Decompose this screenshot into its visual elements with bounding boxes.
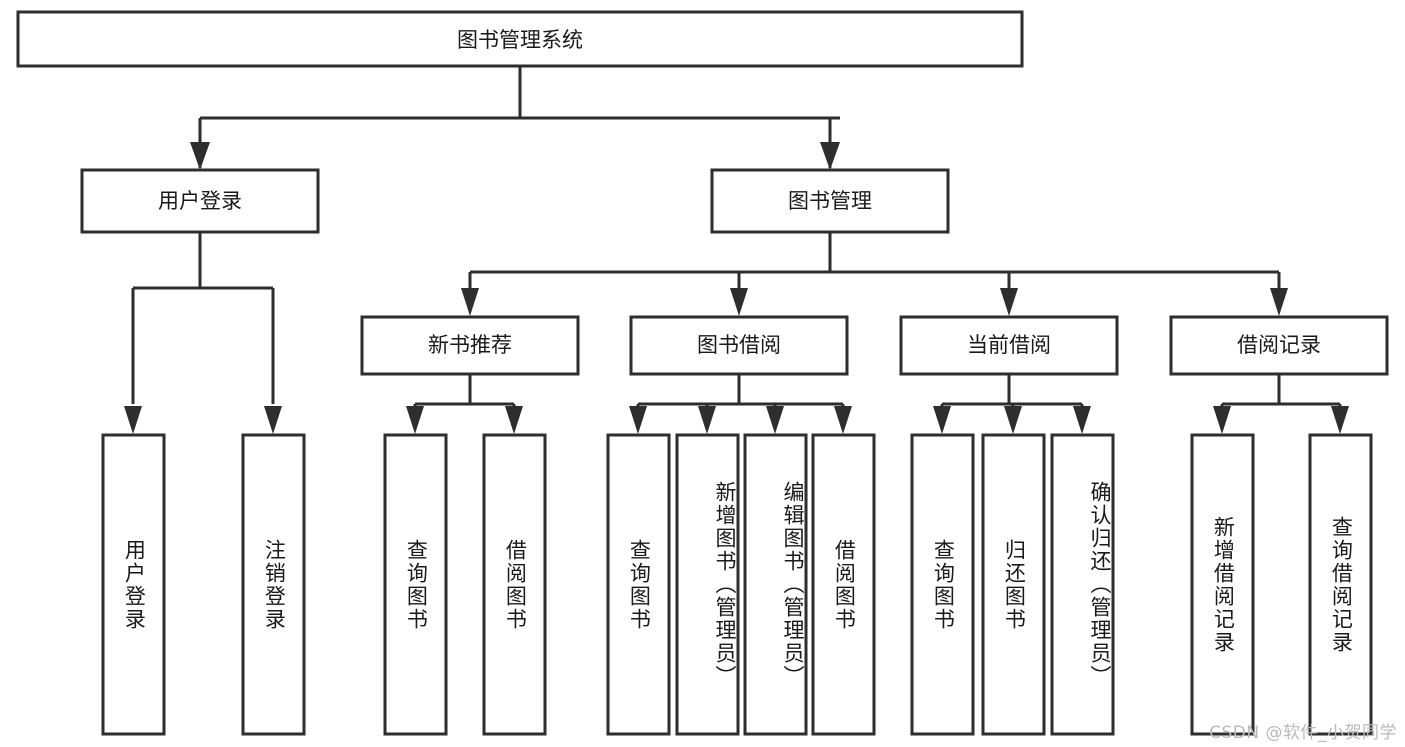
node-book-manage-box[interactable] <box>710 168 950 234</box>
node-current-borrow[interactable]: 当前借阅 <box>899 315 1119 376</box>
csdn-watermark: CSDN @软件_小贺同学 <box>1209 723 1397 743</box>
node-leaf-edit-book-box[interactable] <box>743 433 808 736</box>
node-root-label: 图书管理系统 <box>457 28 583 52</box>
node-new-book-rec-label: 新书推荐 <box>428 333 512 357</box>
node-book-borrow-label: 图书借阅 <box>697 333 781 357</box>
edges <box>124 66 1349 434</box>
arrowhead-leaf-borrow-book-1 <box>505 406 523 434</box>
node-leaf-return-book-box[interactable] <box>981 433 1046 736</box>
node-borrow-record-box[interactable] <box>1169 315 1389 376</box>
arrowhead-leaf-add-record <box>1213 406 1231 434</box>
arrowhead-leaf-edit-book <box>766 406 784 434</box>
arrowhead-leaf-confirm-return <box>1073 406 1091 434</box>
node-new-book-rec-box[interactable] <box>360 315 580 376</box>
arrowhead-leaf-borrow-book-2 <box>834 406 852 434</box>
arrowhead-current-borrow <box>1000 288 1018 316</box>
arrowhead-leaf-query-record <box>1331 406 1349 434</box>
node-user-login[interactable]: 用户登录 <box>80 168 320 234</box>
node-leaf-user-login-box[interactable] <box>101 433 166 736</box>
node-leaf-query-book-1-box[interactable] <box>383 433 448 736</box>
arrowhead-leaf-query-book-3 <box>933 406 951 434</box>
node-user-login-box[interactable] <box>80 168 320 234</box>
arrowhead-leaf-query-book-2 <box>629 406 647 434</box>
node-leaf-query-book-3-box[interactable] <box>910 433 975 736</box>
node-book-manage[interactable]: 图书管理 <box>710 168 950 234</box>
node-borrow-record-label: 借阅记录 <box>1237 333 1321 357</box>
arrowhead-leaf-query-book-1 <box>406 406 424 434</box>
node-leaf-query-book-2-box[interactable] <box>606 433 671 736</box>
arrowhead-leaf-user-login <box>124 406 142 434</box>
arrowhead-book-manage <box>820 142 840 170</box>
node-leaf-add-book-box[interactable] <box>675 433 740 736</box>
node-leaf-add-record-box[interactable] <box>1190 433 1255 736</box>
node-leaf-query-record-box[interactable] <box>1308 433 1373 736</box>
node-book-borrow[interactable]: 图书借阅 <box>629 315 849 376</box>
node-leaf-confirm-return-box[interactable] <box>1050 433 1115 736</box>
node-current-borrow-label: 当前借阅 <box>967 333 1051 357</box>
node-leaf-borrow-book-1-box[interactable] <box>482 433 547 736</box>
leaf-boxes <box>101 433 1373 736</box>
arrowhead-user-login <box>190 142 210 170</box>
node-book-borrow-box[interactable] <box>629 315 849 376</box>
arrowhead-new-book-rec <box>461 288 479 316</box>
node-new-book-rec[interactable]: 新书推荐 <box>360 315 580 376</box>
node-current-borrow-box[interactable] <box>899 315 1119 376</box>
node-book-manage-label: 图书管理 <box>788 189 872 213</box>
arrowhead-book-borrow <box>730 288 748 316</box>
node-root[interactable]: 图书管理系统 <box>16 10 1024 68</box>
node-leaf-logout-box[interactable] <box>241 433 306 736</box>
arrowhead-leaf-add-book <box>698 406 716 434</box>
node-borrow-record[interactable]: 借阅记录 <box>1169 315 1389 376</box>
node-user-login-label: 用户登录 <box>158 189 242 213</box>
arrowhead-leaf-logout <box>264 406 282 434</box>
node-leaf-borrow-book-2-box[interactable] <box>811 433 876 736</box>
arrowhead-leaf-return-book <box>1004 406 1022 434</box>
node-root-box[interactable] <box>16 10 1024 68</box>
arrowhead-borrow-record <box>1270 288 1288 316</box>
